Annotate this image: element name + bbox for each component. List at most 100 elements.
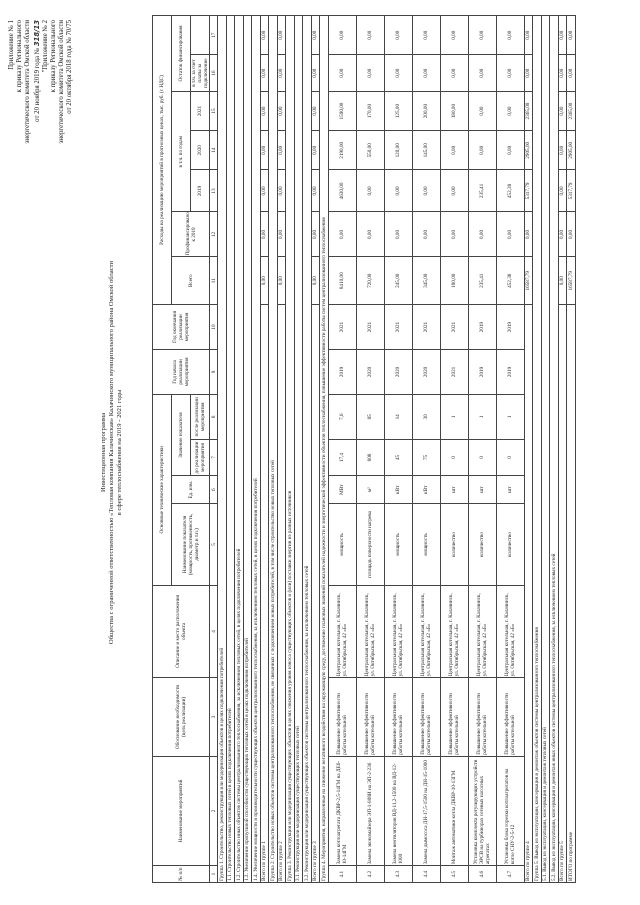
total-cell: 0,00	[558, 169, 567, 212]
table-cell: 0,00	[440, 169, 469, 212]
column-number: 15	[209, 91, 218, 131]
table-cell: 0,00	[356, 169, 385, 212]
group-title: 3.1. Реконструкция или модернизация суще…	[294, 15, 303, 883]
total-cell: 16587,79	[566, 256, 576, 305]
table-cell: Замена дымососа ДН-17,5-1500 на ДН-15-10…	[412, 756, 441, 866]
table-cell: 2020	[384, 349, 413, 395]
table-cell: Замена котлоагрегата ДКВР-2,5-14ГМ на ДЕ…	[328, 756, 357, 866]
table-cell: 1	[468, 394, 497, 440]
table-cell: Замена экономайзера ЭП-1-808И на ЭП-2-23…	[356, 756, 385, 866]
group-title: 3.2. Реконструкция или модернизация суще…	[302, 15, 312, 883]
total-cell: 2905,00	[566, 130, 576, 170]
table-cell: 2021	[440, 304, 469, 350]
table-cell: 0,00	[496, 212, 525, 257]
table-cell: 0,00	[468, 15, 497, 55]
table-cell: 0,00	[356, 15, 385, 55]
table-cell: Центральная котельная, г. Калачинск, ул.…	[412, 585, 441, 678]
group-row: 5.2. Вывод из эксплуатации, консервация …	[549, 15, 559, 883]
group-row: 1.3. Увеличение пропускной способности с…	[243, 15, 252, 883]
table-cell: 30	[412, 394, 441, 440]
total-cell: 0,00	[311, 54, 320, 92]
table-cell: 4630,00	[328, 169, 357, 212]
table-cell: 720,00	[356, 256, 385, 305]
table-cell: Повышение эффективности работы котельной	[412, 677, 441, 757]
table-cell: Центральная котельная, г. Калачинск, ул.…	[496, 585, 525, 678]
table-cell: Центральная котельная, г. Калачинск, ул.…	[468, 585, 497, 678]
table-cell: 200,00	[412, 91, 441, 131]
table-cell: мощность	[412, 503, 441, 586]
column-number: 13	[209, 169, 218, 212]
group-title: 5.1. Вывод из эксплуатации, консервация …	[541, 15, 550, 883]
table-cell: Центральная котельная, г. Калачинск, ул.…	[356, 585, 385, 678]
table-cell: 0,00	[328, 54, 357, 92]
group-title: Группа 4. Мероприятия, направленные на с…	[319, 15, 329, 883]
total-cell: 0,00	[558, 54, 567, 92]
table-cell: 0,00	[496, 54, 525, 92]
table-cell: 2021	[328, 304, 357, 350]
table-cell: 235,41	[468, 169, 497, 212]
table-cell: 120,00	[384, 130, 413, 170]
document-title-block: Инвестиционная программа Общества с огра…	[100, 80, 125, 825]
table-cell: 0,00	[412, 15, 441, 55]
table-cell: мощность	[328, 503, 357, 586]
table-cell: 2019	[468, 349, 497, 395]
table-cell: количество	[468, 503, 497, 586]
group-title: Группа 5. Вывод из эксплуатации, консерв…	[532, 15, 542, 883]
total-cell: 0,00	[524, 54, 533, 92]
group-title: Группа 2. Строительство новых объектов с…	[268, 15, 278, 883]
group-row: Группа 1. Строительство, реконструкция и…	[217, 15, 227, 883]
total-label: Всего по группе 2	[277, 304, 286, 883]
group-row: Группа 5. Вывод из эксплуатации, консерв…	[532, 15, 542, 883]
group-title: 1.3. Увеличение пропускной способности с…	[243, 15, 252, 883]
total-cell: 0,00	[311, 256, 320, 305]
table-cell: 0,00	[384, 169, 413, 212]
column-header: Ед. изм.	[171, 475, 210, 504]
table-cell: 0,00	[384, 212, 413, 257]
total-cell: 0,00	[566, 54, 576, 92]
table-cell: 0,00	[328, 212, 357, 257]
total-cell: 0,00	[524, 15, 533, 55]
table-cell: количество	[496, 503, 525, 586]
total-label: ИТОГО по программе	[566, 304, 576, 883]
total-cell: 0,00	[311, 130, 320, 170]
table-cell: 0	[496, 439, 525, 476]
column-number: 16	[209, 54, 218, 92]
group-row: 5.1. Вывод из эксплуатации, консервация …	[541, 15, 550, 883]
table-cell: 0,00	[468, 91, 497, 131]
column-header: Профинансировано к 2019	[171, 212, 210, 257]
column-number: 9	[209, 349, 218, 395]
table-cell: 2019	[468, 304, 497, 350]
table-cell: 180,00	[440, 91, 469, 131]
table-cell: Центральная котельная, г. Калачинск, ул.…	[328, 585, 357, 678]
column-header	[190, 15, 210, 55]
table-cell: количество	[440, 503, 469, 586]
column-header: Всего	[171, 256, 210, 305]
column-number: 2	[209, 756, 218, 866]
group-row: 1.2. Строительство иных объектов системы…	[234, 15, 244, 883]
table-header-row: № п/п Наименование мероприятий Обоснован…	[152, 15, 210, 883]
table-cell: 1590,00	[328, 91, 357, 131]
column-number-row: 1 2 3 4 5 6 7 8 9 10 11 12 13 14 15 16 1…	[209, 15, 218, 883]
total-cell: 0,00	[311, 169, 320, 212]
table-cell: 2021	[356, 304, 385, 350]
document-title-line: в сфере теплоснабжения на 2019 - 2021 го…	[116, 389, 124, 516]
total-cell: 0,00	[558, 91, 567, 131]
table-cell: 2020	[412, 349, 441, 395]
total-cell: 0,00	[277, 91, 286, 131]
total-cell: 0,00	[277, 169, 286, 212]
total-cell: 0,00	[277, 54, 286, 92]
table-cell: Монтаж автоматики котла ДКВР-10-13ГМ	[440, 756, 469, 866]
total-label: Всего по группе 5	[558, 304, 567, 883]
total-cell: 0,00	[524, 212, 533, 257]
table-cell: 180,00	[440, 256, 469, 305]
table-cell: Повышение эффективности работы котельной	[356, 677, 385, 757]
table-cell: 245,00	[384, 256, 413, 305]
column-header: Год начала реализации мероприятия	[152, 349, 210, 395]
table-cell: Замена вентиляторов ВД-11,2-1500 на ВД-1…	[384, 756, 413, 866]
table-cell: 4.6	[468, 865, 497, 883]
